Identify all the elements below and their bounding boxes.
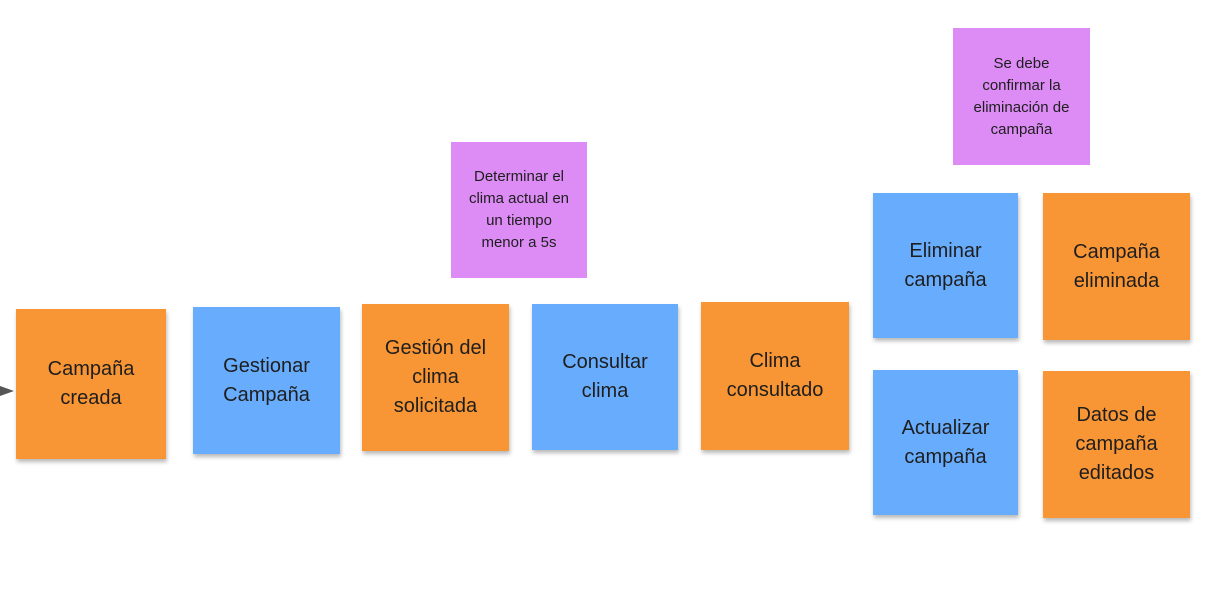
policy-note-clima[interactable]: Determinar el clima actual en un tiempo … — [451, 142, 587, 278]
event-note-datos-campana-editados[interactable]: Datos de campaña editados — [1043, 371, 1190, 518]
command-note-eliminar-campana[interactable]: Eliminar campaña — [873, 193, 1018, 338]
note-text: Eliminar campaña — [904, 239, 987, 291]
note-text: Gestionar Campaña — [223, 354, 310, 406]
note-text: Campaña creada — [47, 358, 135, 409]
command-note-actualizar-campana[interactable]: Actualizar campaña — [873, 370, 1018, 515]
command-note-gestionar-campana[interactable]: Gestionar Campaña — [193, 307, 340, 454]
note-text: Consultar clima — [562, 351, 648, 402]
note-text: Se debe confirmar la eliminación de camp… — [973, 54, 1070, 138]
event-note-gestion-clima-solicitada[interactable]: Gestión del clima solicitada — [362, 304, 509, 451]
note-text: Clima consultado — [726, 350, 824, 401]
note-text: Campaña eliminada — [1073, 240, 1160, 292]
note-text: Actualizar campaña — [901, 416, 990, 468]
note-text: Determinar el clima actual en un tiempo … — [468, 168, 570, 251]
note-text: Gestión del clima solicitada — [384, 337, 487, 417]
command-note-consultar-clima[interactable]: Consultar clima — [532, 304, 678, 450]
note-text: Datos de campaña editados — [1075, 404, 1158, 484]
event-note-clima-consultado[interactable]: Clima consultado — [701, 302, 849, 450]
policy-note-eliminacion[interactable]: Se debe confirmar la eliminación de camp… — [953, 28, 1090, 165]
connector-arrow-head — [0, 386, 14, 396]
event-note-campana-creada[interactable]: Campaña creada — [16, 309, 166, 459]
event-note-campana-eliminada[interactable]: Campaña eliminada — [1043, 193, 1190, 340]
